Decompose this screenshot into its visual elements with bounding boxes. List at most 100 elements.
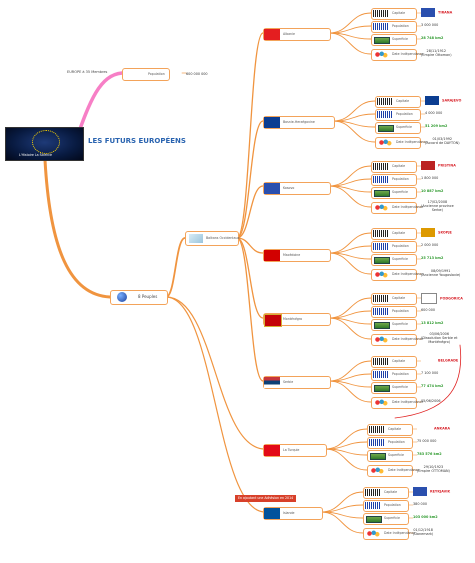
country-name: Monténégro bbox=[283, 317, 303, 321]
population-value: 4 000 000 bbox=[425, 111, 443, 115]
country-node[interactable]: Monténégro bbox=[263, 313, 331, 327]
population-value: 380 000 bbox=[413, 502, 428, 506]
population-node[interactable]: Population bbox=[371, 174, 417, 186]
population-node[interactable]: Population bbox=[371, 241, 417, 253]
population-node[interactable]: Population bbox=[367, 437, 413, 449]
population-node[interactable]: Population bbox=[375, 109, 421, 121]
population-icon bbox=[373, 371, 389, 378]
population-value: 3 000 000 bbox=[421, 23, 439, 27]
independence-node[interactable]: Date Indépendance bbox=[371, 334, 423, 346]
independence-node[interactable]: Date Indépendance bbox=[371, 202, 423, 214]
independence-label: Date Indépendance bbox=[392, 400, 424, 404]
area-value: 10 887 km2 bbox=[421, 189, 444, 193]
independence-icon bbox=[374, 51, 388, 58]
capital-value-text: TIRANA bbox=[438, 10, 453, 15]
independence-icon bbox=[366, 530, 380, 537]
area-node[interactable]: Superficie bbox=[367, 450, 413, 462]
capital-node[interactable]: Capitale bbox=[363, 487, 409, 499]
city-icon bbox=[373, 230, 389, 237]
capital-value: TIRANA bbox=[421, 8, 452, 17]
sub-link-independence bbox=[328, 185, 372, 208]
country-name: Islande bbox=[283, 511, 295, 515]
capital-value-text: PODGORICA bbox=[440, 296, 463, 301]
sub-link-independence bbox=[328, 32, 372, 55]
capital-node[interactable]: Capitale bbox=[375, 96, 421, 108]
capital-node[interactable]: Capitale bbox=[371, 8, 417, 20]
country-node[interactable]: Macédoine bbox=[263, 249, 331, 262]
capital-flag-icon bbox=[421, 8, 435, 17]
area-node[interactable]: Superficie bbox=[371, 34, 417, 46]
country-node[interactable]: Serbie bbox=[263, 376, 331, 389]
capital-value-text: REYKJAVIK bbox=[430, 489, 451, 494]
capital-label: Capitale bbox=[384, 490, 398, 494]
europe-population-node[interactable]: Population bbox=[122, 68, 170, 81]
area-node[interactable]: Superficie bbox=[371, 319, 417, 331]
sub-link-independence bbox=[320, 511, 364, 534]
capital-node[interactable]: Capitale bbox=[371, 356, 417, 368]
population-label: Population bbox=[392, 244, 409, 248]
capital-node[interactable]: Capitale bbox=[371, 228, 417, 240]
capital-flag-icon bbox=[421, 293, 437, 304]
independence-value: 08/09/1991 (Ancienne Yougoslavie) bbox=[421, 269, 461, 277]
country-node[interactable]: Albanie bbox=[263, 28, 331, 41]
root-node[interactable]: L'Histoire La Science bbox=[5, 127, 84, 161]
area-node[interactable]: Superficie bbox=[371, 382, 417, 394]
city-icon bbox=[373, 10, 389, 17]
population-node[interactable]: Population bbox=[363, 500, 409, 512]
independence-icon bbox=[374, 399, 388, 406]
iceland-branch bbox=[165, 296, 266, 513]
area-label: Superficie bbox=[384, 516, 400, 520]
independence-value: 01/12/1918 (Danemark) bbox=[413, 528, 434, 536]
independence-node[interactable]: Date Indépendance bbox=[371, 49, 423, 61]
area-node[interactable]: Superficie bbox=[371, 187, 417, 199]
population-label: Population bbox=[148, 72, 165, 76]
independence-node[interactable]: Date Indépendance bbox=[363, 528, 415, 540]
area-icon bbox=[374, 385, 390, 392]
population-value: 75 000 000 bbox=[417, 439, 437, 443]
independence-node[interactable]: Date Indépendance bbox=[371, 397, 423, 409]
population-node[interactable]: Population bbox=[371, 369, 417, 381]
balkans-node[interactable]: Balkans Occidentaux bbox=[185, 231, 239, 246]
independence-node[interactable]: Date Indépendance bbox=[375, 137, 427, 149]
country-node[interactable]: Kosovo bbox=[263, 182, 331, 195]
dissolution-arrow bbox=[394, 344, 462, 419]
population-value: 600 000 bbox=[421, 308, 436, 312]
population-node[interactable]: Population bbox=[371, 21, 417, 33]
country-node[interactable]: Bosnie-Herzégovine bbox=[263, 116, 335, 129]
sub-link-independence bbox=[324, 448, 368, 471]
capital-node[interactable]: Capitale bbox=[371, 293, 417, 305]
population-icon bbox=[373, 243, 389, 250]
capital-node[interactable]: Capitale bbox=[371, 161, 417, 173]
area-node[interactable]: Superficie bbox=[375, 122, 421, 134]
capital-label: Capitale bbox=[392, 359, 406, 363]
sub-link-independence bbox=[328, 380, 372, 403]
capital-label: Capitale bbox=[392, 296, 406, 300]
independence-value: 01/03/1992 (Accord de DAYTON) bbox=[425, 137, 460, 145]
capital-value: REYKJAVIK bbox=[413, 487, 450, 496]
capital-value-text: PRISTINA bbox=[438, 163, 456, 168]
population-icon bbox=[373, 23, 389, 30]
independence-label: Date Indépendance bbox=[392, 52, 424, 56]
country-node[interactable]: La Turquie bbox=[263, 444, 327, 457]
capital-flag-icon bbox=[413, 487, 427, 496]
root-caption: L'Histoire La Science bbox=[19, 153, 52, 157]
independence-node[interactable]: Date Indépendance bbox=[367, 465, 419, 477]
independence-node[interactable]: Date Indépendance bbox=[371, 269, 423, 281]
population-label: Population bbox=[392, 309, 409, 313]
area-node[interactable]: Superficie bbox=[371, 254, 417, 266]
independence-value: 29/10/1923 (Empire OTTOMAN) bbox=[417, 465, 450, 473]
country-link-5 bbox=[236, 237, 264, 382]
area-icon bbox=[370, 453, 386, 460]
independence-label: Date Indépendance bbox=[396, 140, 428, 144]
europe-branch-label: EUROPE à 35 Membres bbox=[67, 70, 108, 74]
peoples-node[interactable]: 8 Peuples bbox=[110, 290, 168, 305]
population-node[interactable]: Population bbox=[371, 306, 417, 318]
capital-node[interactable]: Capitale bbox=[367, 424, 413, 436]
balkans-map-icon bbox=[189, 234, 203, 243]
flag-icon bbox=[264, 29, 280, 40]
independence-icon bbox=[374, 336, 388, 343]
city-icon bbox=[373, 295, 389, 302]
area-node[interactable]: Superficie bbox=[363, 513, 409, 525]
country-node[interactable]: Islande bbox=[263, 507, 323, 520]
